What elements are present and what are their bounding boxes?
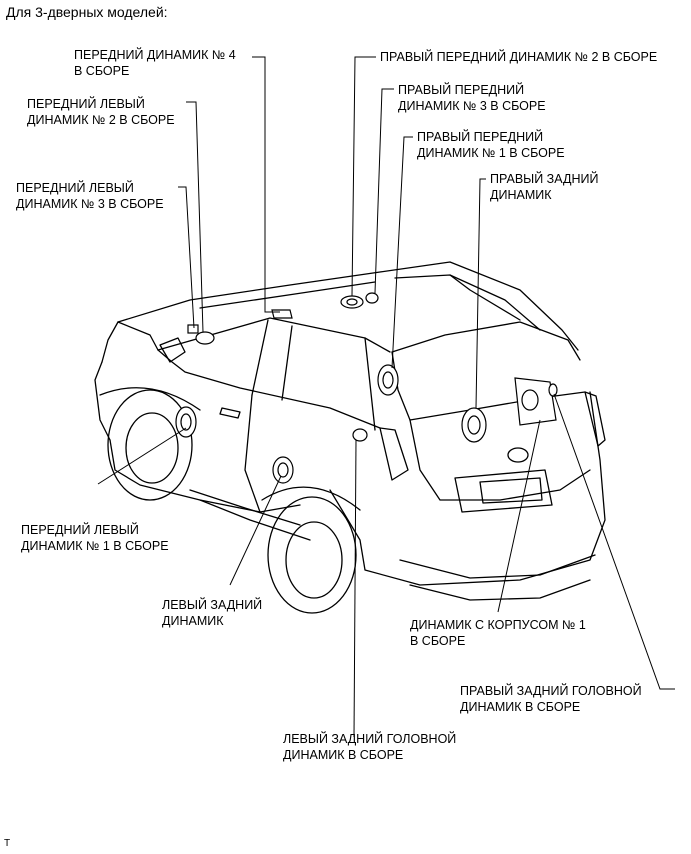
label-line: ПЕРЕДНИЙ ЛЕВЫЙ: [27, 97, 145, 111]
label-left-front-speaker-3: ПЕРЕДНИЙ ЛЕВЫЙ ДИНАМИК № 3 В СБОРЕ: [16, 180, 164, 212]
label-line: ДИНАМИК № 1 В СБОРЕ: [417, 146, 565, 160]
page-heading: Для 3-дверных моделей:: [6, 4, 168, 20]
label-line: ДИНАМИК № 3 В СБОРЕ: [398, 99, 546, 113]
label-right-front-speaker-1: ПРАВЫЙ ПЕРЕДНИЙ ДИНАМИК № 1 В СБОРЕ: [417, 129, 565, 161]
label-left-front-speaker-2: ПЕРЕДНИЙ ЛЕВЫЙ ДИНАМИК № 2 В СБОРЕ: [27, 96, 175, 128]
label-right-rear-head-speaker: ПРАВЫЙ ЗАДНИЙ ГОЛОВНОЙ ДИНАМИК В СБОРЕ: [460, 683, 642, 715]
label-line: ДИНАМИК В СБОРЕ: [283, 748, 404, 762]
label-right-front-speaker-3: ПРАВЫЙ ПЕРЕДНИЙ ДИНАМИК № 3 В СБОРЕ: [398, 82, 546, 114]
figure-code: T: [4, 838, 11, 849]
label-line: ПЕРЕДНИЙ ЛЕВЫЙ: [21, 523, 139, 537]
label-speaker-box-1: ДИНАМИК С КОРПУСОМ № 1 В СБОРЕ: [410, 617, 586, 649]
label-right-front-speaker-2: ПРАВЫЙ ПЕРЕДНИЙ ДИНАМИК № 2 В СБОРЕ: [380, 49, 657, 65]
label-front-speaker-4: ПЕРЕДНИЙ ДИНАМИК № 4 В СБОРЕ: [74, 47, 236, 79]
speaker-markers: [175, 292, 558, 484]
label-line: ДИНАМИК № 1 В СБОРЕ: [21, 539, 169, 553]
label-left-rear-speaker: ЛЕВЫЙ ЗАДНИЙ ДИНАМИК: [162, 597, 262, 629]
suv-body-outline: [94, 261, 606, 614]
label-left-rear-head-speaker: ЛЕВЫЙ ЗАДНИЙ ГОЛОВНОЙ ДИНАМИК В СБОРЕ: [283, 731, 456, 763]
label-line: ПЕРЕДНИЙ ЛЕВЫЙ: [16, 181, 134, 195]
label-line: ДИНАМИК № 3 В СБОРЕ: [16, 197, 164, 211]
leader-lines: [97, 56, 675, 738]
label-line: ДИНАМИК: [490, 188, 552, 202]
label-line: ЛЕВЫЙ ЗАДНИЙ: [162, 598, 263, 612]
label-left-front-speaker-1: ПЕРЕДНИЙ ЛЕВЫЙ ДИНАМИК № 1 В СБОРЕ: [21, 522, 169, 554]
label-line: ПРАВЫЙ ЗАДНИЙ ГОЛОВНОЙ: [460, 684, 642, 698]
label-line: ДИНАМИК: [162, 614, 224, 628]
label-line: ЛЕВЫЙ ЗАДНИЙ ГОЛОВНОЙ: [283, 732, 457, 746]
label-line: ПРАВЫЙ ПЕРЕДНИЙ: [398, 83, 525, 97]
label-line: ПЕРЕДНИЙ ДИНАМИК № 4: [74, 48, 236, 62]
label-line: ПРАВЫЙ ПЕРЕДНИЙ: [417, 130, 544, 144]
label-line: ДИНАМИК № 2 В СБОРЕ: [27, 113, 175, 127]
label-line: ДИНАМИК В СБОРЕ: [460, 700, 581, 714]
label-line: В СБОРЕ: [410, 634, 466, 648]
label-right-rear-speaker: ПРАВЫЙ ЗАДНИЙ ДИНАМИК: [490, 171, 598, 203]
label-line: ДИНАМИК С КОРПУСОМ № 1: [410, 618, 586, 632]
label-line: ПРАВЫЙ ПЕРЕДНИЙ ДИНАМИК № 2 В СБОРЕ: [380, 50, 658, 64]
label-line: ПРАВЫЙ ЗАДНИЙ: [490, 172, 599, 186]
label-line: В СБОРЕ: [74, 64, 130, 78]
